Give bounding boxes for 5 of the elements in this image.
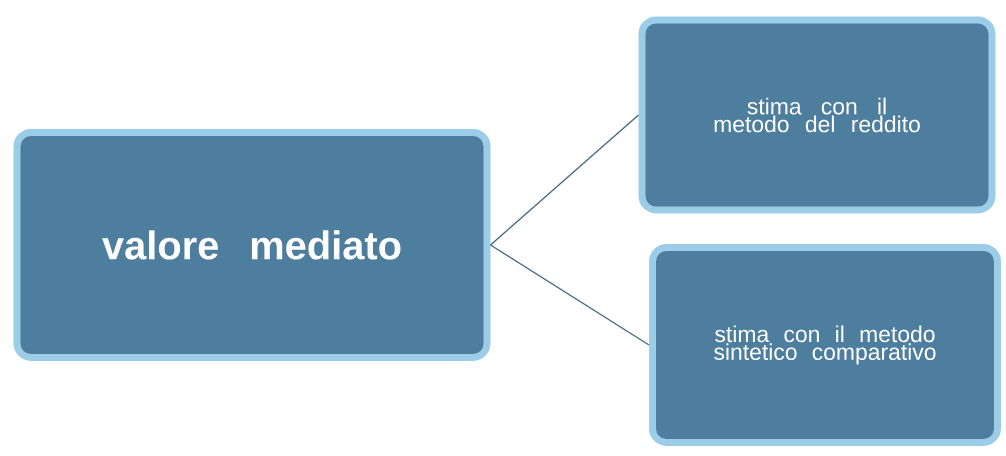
process-box: stima con il metodo del reddito: [638, 16, 996, 214]
process-box: stima con il metodo sintetico comparativo: [649, 244, 1001, 446]
process-box: valore mediato: [13, 129, 491, 361]
connector-line: [489, 114, 640, 246]
connector-line: [489, 244, 650, 346]
